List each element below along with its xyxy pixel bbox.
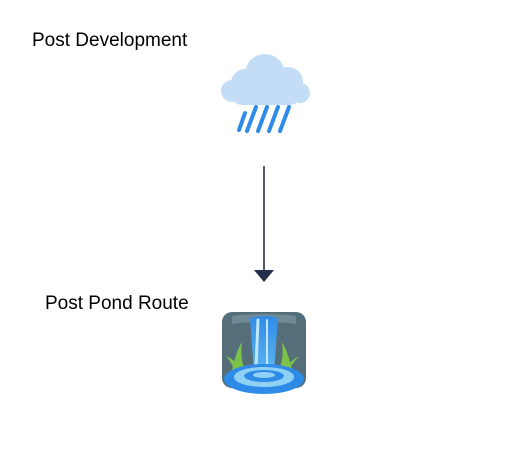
cloud-shape [221,54,310,105]
rain-drops [237,105,291,133]
grass-right [280,342,300,372]
flow-arrow [254,166,274,282]
grass-left [226,342,244,372]
falling-water [250,316,278,372]
node-label-post-pond-route: Post Pond Route [45,293,189,314]
waterfall-icon [222,312,306,394]
rain-cloud-icon [221,54,310,133]
node-label-post-development: Post Development [32,30,188,51]
